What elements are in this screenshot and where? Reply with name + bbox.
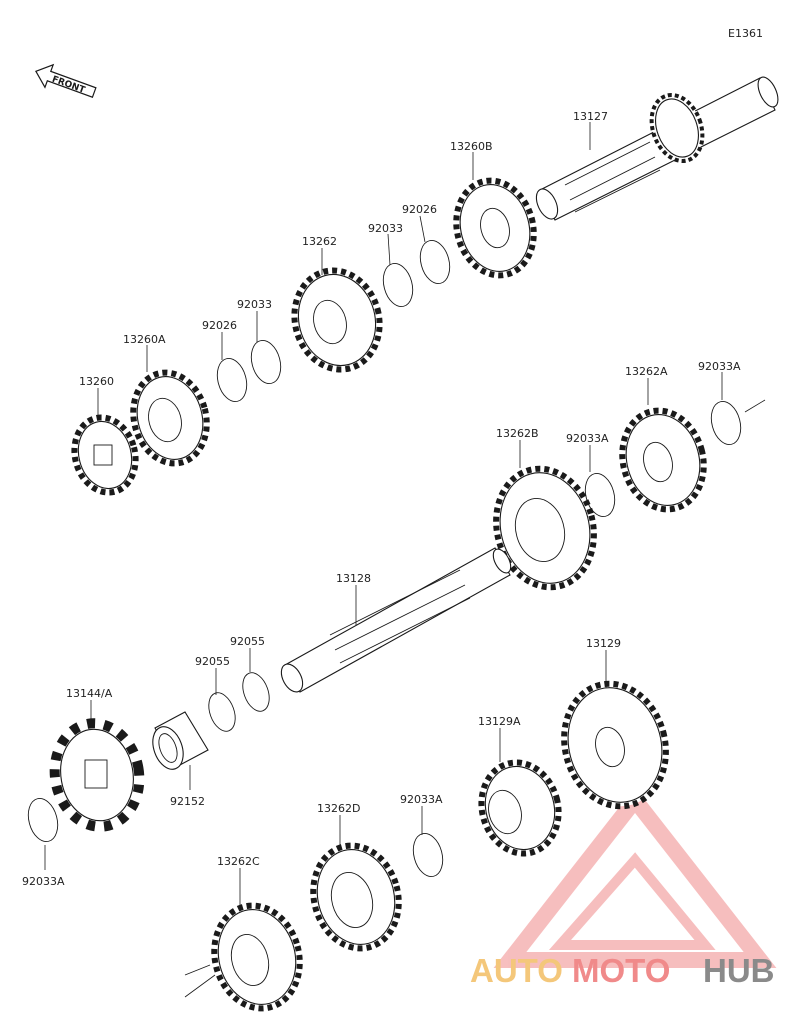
gear-13262A: [619, 407, 707, 513]
label-13260A: 13260A: [123, 333, 166, 346]
ring-92026-a: [419, 239, 451, 285]
label-92026-b: 92026: [202, 319, 237, 332]
watermark-hub: HUB: [703, 952, 775, 989]
watermark-logo: [493, 787, 777, 968]
watermark-text: AUTO MOTO HUB: [470, 952, 775, 989]
ring-92033A-2: [584, 472, 616, 518]
label-13128: 13128: [336, 572, 371, 585]
ring-92033A-1: [710, 399, 766, 446]
gear-13129A: [478, 759, 562, 857]
gear-13262C: [184, 902, 303, 1012]
gear-13260: [71, 414, 139, 496]
leader-lines: [44, 122, 723, 905]
part-labels: 13127 13260B 92026 92033 13262 92033 920…: [22, 110, 741, 888]
shaft-13127-gear: [649, 93, 705, 163]
label-13129: 13129: [586, 637, 621, 650]
gear-13262: [291, 267, 383, 373]
label-92033-a: 92033: [368, 222, 403, 235]
watermark-auto: AUTO: [470, 952, 563, 989]
sprocket-13144A: [49, 718, 145, 832]
gear-13262B: [493, 465, 597, 591]
label-13144A: 13144/A: [66, 687, 113, 700]
diagram-code: E1361: [728, 27, 763, 40]
gear-13262D: [310, 842, 402, 952]
label-92033A-2: 92033A: [566, 432, 609, 445]
ring-92026-b: [216, 357, 248, 403]
ring-92033-b: [250, 339, 282, 385]
ring-92033-a: [382, 262, 414, 308]
label-13129A: 13129A: [478, 715, 521, 728]
ring-92033A-3: [27, 797, 59, 843]
shaft-13127: [535, 76, 779, 221]
shaft-13128: [280, 547, 512, 693]
gear-13260A: [130, 369, 210, 467]
label-13262: 13262: [302, 235, 337, 248]
label-13260B: 13260B: [450, 140, 493, 153]
label-92033A-1: 92033A: [698, 360, 741, 373]
bearing-92152: [152, 711, 209, 770]
label-92033A-3: 92033A: [22, 875, 65, 888]
label-92055-b: 92055: [230, 635, 265, 648]
label-13262A: 13262A: [625, 365, 668, 378]
label-13262C: 13262C: [217, 855, 260, 868]
ring-92055-a: [208, 692, 236, 732]
gear-13129: [561, 680, 669, 810]
label-92152: 92152: [170, 795, 205, 808]
ring-92033A-4: [412, 832, 444, 878]
label-13127: 13127: [573, 110, 608, 123]
label-92033-b: 92033: [237, 298, 272, 311]
label-13262D: 13262D: [317, 802, 360, 815]
label-92033A-4: 92033A: [400, 793, 443, 806]
front-arrow: FRONT: [35, 63, 97, 98]
label-92055-a: 92055: [195, 655, 230, 668]
gear-13260B: [453, 177, 537, 279]
label-13260: 13260: [79, 375, 114, 388]
ring-92055-b: [242, 672, 270, 712]
watermark-moto: MOTO: [572, 952, 670, 989]
label-92026-a: 92026: [402, 203, 437, 216]
label-13262B: 13262B: [496, 427, 539, 440]
